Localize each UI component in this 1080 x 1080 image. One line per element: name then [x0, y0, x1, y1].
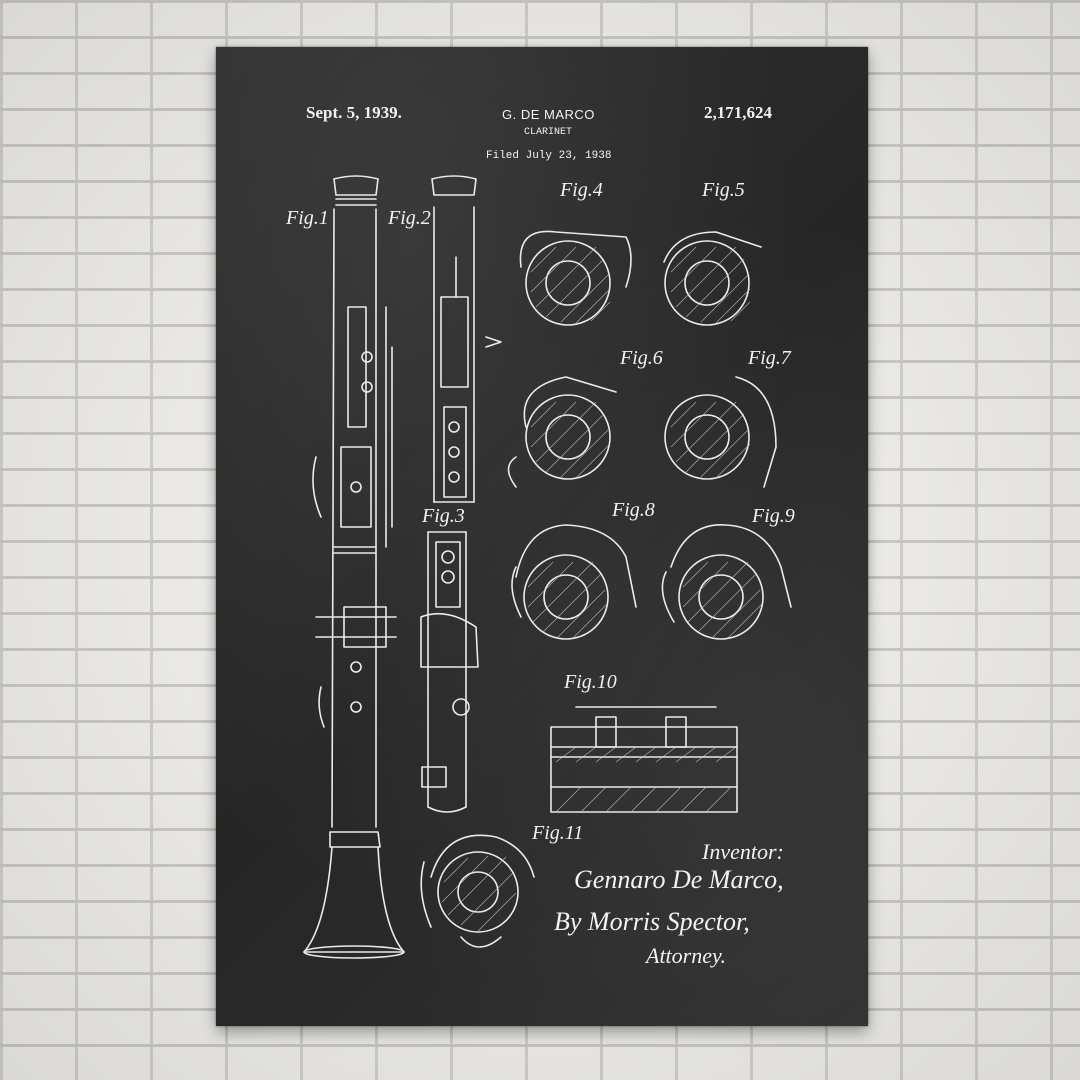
fig11-label: Fig.11 — [532, 822, 584, 844]
upper-joint-view — [432, 176, 501, 502]
inventor-signature: Gennaro De Marco, — [574, 865, 784, 894]
inventor-header: G. DE MARCO — [502, 107, 595, 122]
clarinet-patent-drawing — [216, 47, 868, 1026]
lower-joint-view — [421, 532, 478, 812]
fig7-label: Fig.7 — [748, 347, 791, 369]
fig10-label: Fig.10 — [564, 671, 617, 693]
attorney-signature: By Morris Spector, — [554, 907, 750, 936]
patent-title: CLARINET — [524, 127, 573, 138]
ring-detail-11 — [421, 835, 534, 947]
fig2-label: Fig.2 — [388, 207, 431, 229]
cross-section-view — [551, 707, 737, 812]
key-ring-details — [509, 231, 792, 639]
filed-date: Filed July 23, 1938 — [486, 150, 612, 162]
fig8-label: Fig.8 — [612, 499, 655, 521]
fig4-label: Fig.4 — [560, 179, 603, 201]
patent-date: Sept. 5, 1939. — [306, 103, 402, 122]
patent-poster: Sept. 5, 1939. G. DE MARCO CLARINET File… — [216, 47, 868, 1026]
inventor-label: Inventor: — [702, 839, 784, 864]
fig1-label: Fig.1 — [286, 207, 329, 229]
attorney-label: Attorney. — [646, 943, 727, 968]
fig5-label: Fig.5 — [702, 179, 745, 201]
patent-number: 2,171,624 — [704, 103, 772, 122]
clarinet-full-view — [304, 176, 404, 958]
fig6-label: Fig.6 — [620, 347, 663, 369]
fig9-label: Fig.9 — [752, 505, 795, 527]
fig3-label: Fig.3 — [422, 505, 465, 527]
